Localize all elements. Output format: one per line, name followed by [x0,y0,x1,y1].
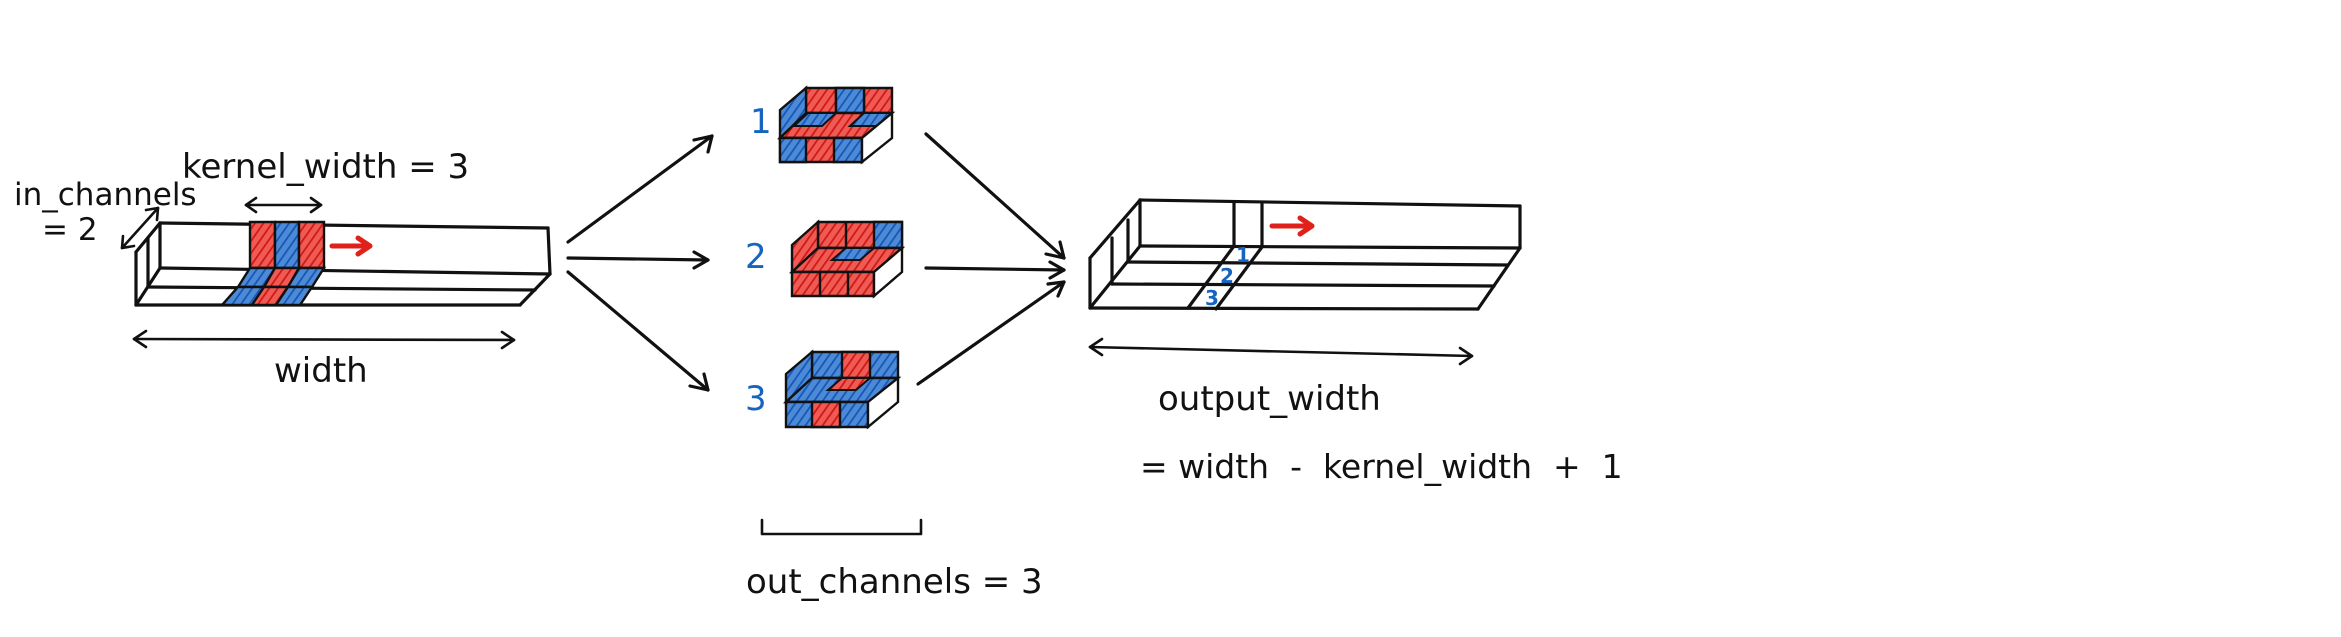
input-kernel-cell [297,220,326,270]
arrow-to-kernel-3 [566,270,710,392]
input-right-edge [546,226,552,276]
width-arrow [132,329,516,350]
input-kernel-window [219,220,327,307]
kernel-width-arrow [244,196,323,214]
input-kernel-cell [273,285,315,307]
output-width-arrow [1088,337,1474,366]
input-mid-bottom-edge [146,285,537,292]
output-channel-number: 2 [1220,264,1234,288]
arrow-from-kernel-1 [924,132,1066,260]
input-tensor [134,220,552,307]
out-channels-label: out_channels = 3 [746,562,1043,602]
fanout-arrows [566,134,714,392]
output-tensor [1088,198,1522,311]
in-channels-arrow [120,206,160,250]
slide-arrow [329,235,373,257]
arrow-to-kernel-1 [566,134,714,244]
out-channels-bracket [760,518,923,536]
kernel-number: 2 [745,237,767,277]
input-left-bottom [134,266,162,307]
input-front-bottom-edge [158,266,552,276]
kernel-1 [777,85,896,165]
output-channel-number: 3 [1205,286,1219,310]
kernel-number: 1 [750,102,772,142]
output-channel-number: 1 [1236,243,1250,267]
input-kernel-cell [248,220,277,270]
kernel-2 [788,219,906,299]
width-label: width [274,351,368,391]
input-right-bottom [518,272,552,307]
kernel-number: 3 [745,379,767,419]
input-kernel-cell [273,220,301,270]
kernel-3 [782,349,902,430]
arrow-to-kernel-2 [566,256,710,262]
in-channels-label: in_channels [14,177,197,213]
kernel-width-label: kernel_width = 3 [182,147,469,187]
in-channels-value: = 2 [42,212,98,248]
arrow-from-kernel-3 [916,280,1066,386]
output-width-label: output_width [1158,379,1381,419]
fanin-arrows [916,132,1066,386]
input-front-top-edge [158,221,550,230]
output-width-formula: = width - kernel_width + 1 [1140,447,1623,486]
arrow-from-kernel-2 [924,266,1066,272]
